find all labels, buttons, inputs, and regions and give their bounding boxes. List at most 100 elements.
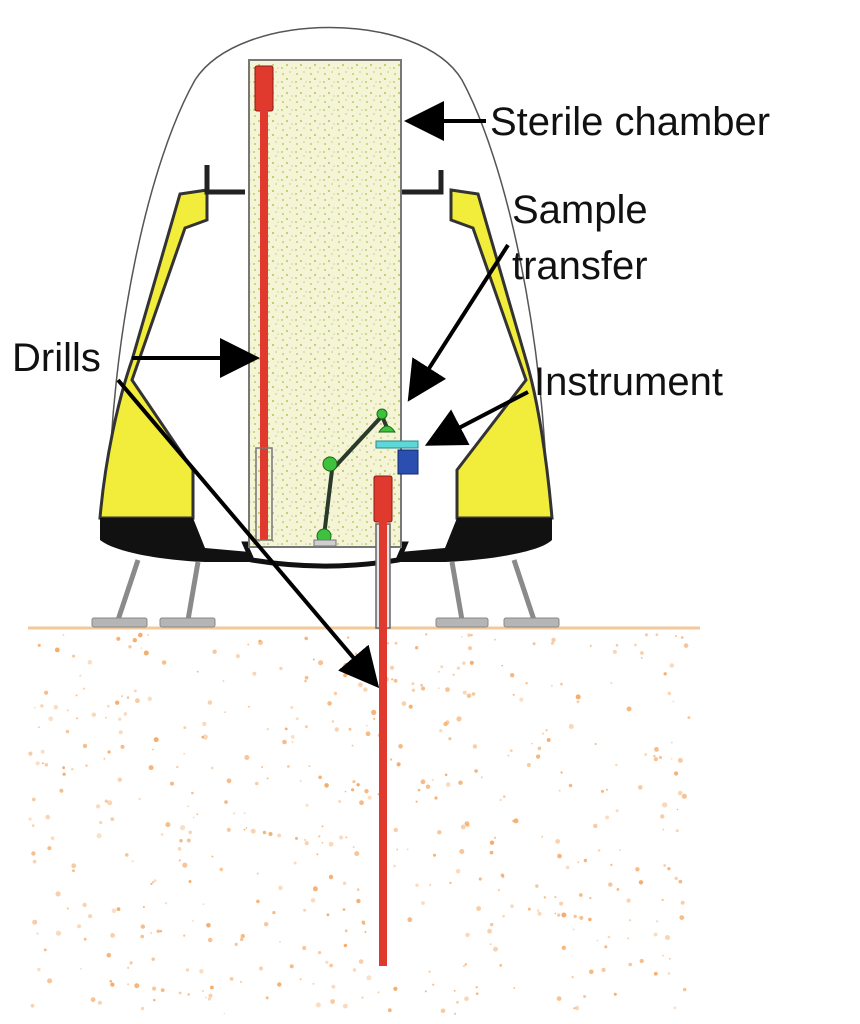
left-shell [98, 188, 209, 520]
soil-particle [626, 898, 631, 903]
soil-particle [558, 789, 561, 792]
soil-particle [371, 709, 377, 716]
soil-particle [555, 839, 561, 844]
soil-particle [475, 986, 478, 989]
arrow-instrument [424, 390, 529, 446]
soil-particle [601, 967, 606, 973]
soil-particle [543, 896, 546, 899]
soil-particle [152, 986, 157, 991]
soil-particle [674, 876, 678, 881]
soil-particle [334, 727, 339, 732]
soil-particle [79, 674, 82, 677]
soil-particle [561, 912, 567, 918]
soil-particle [321, 825, 324, 828]
soil-particle [444, 773, 448, 777]
soil-particle [118, 730, 123, 735]
soil-particle [205, 996, 207, 999]
soil-particle [464, 996, 469, 1002]
soil-particle [304, 675, 309, 680]
soil-particle [681, 793, 687, 799]
soil-particle [223, 1012, 226, 1015]
soil-particle [561, 945, 566, 950]
soil-particle [148, 765, 154, 771]
soil-particle [433, 853, 436, 857]
soil-particle [264, 922, 269, 927]
soil-particle [196, 670, 199, 673]
soil-particle [662, 802, 668, 808]
soil-particle [644, 753, 648, 756]
soil-particle [254, 781, 259, 786]
soil-particle [328, 874, 334, 880]
soil-particle [429, 883, 432, 886]
soil-particle [272, 911, 276, 915]
soil-particle [125, 853, 129, 857]
soil-particle [71, 863, 77, 869]
soil-particle [667, 867, 671, 871]
soil-particle [527, 907, 531, 911]
soil-particle [619, 849, 622, 851]
soil-particle [502, 914, 505, 918]
soil-particle [110, 982, 115, 987]
soil-particle [507, 754, 510, 757]
soil-particle [663, 672, 667, 676]
soil-particle [589, 969, 594, 975]
soil-particle [134, 983, 140, 989]
soil-particle [526, 763, 531, 767]
soil-particle [152, 881, 155, 884]
soil-particle [638, 785, 643, 790]
soil-particle [304, 636, 309, 641]
soil-particle [40, 749, 45, 754]
soil-particle [453, 989, 456, 992]
soil-particle [243, 812, 246, 815]
soil-particle [467, 633, 471, 637]
soil-particle [513, 987, 516, 989]
soil-particle [390, 758, 393, 761]
soil-particle [59, 788, 64, 793]
soil-particle [470, 633, 473, 637]
soil-particle [415, 646, 419, 650]
soil-particle [352, 846, 355, 849]
soil-particle [615, 809, 619, 813]
soil-particle [116, 907, 121, 911]
soil-particle [431, 779, 434, 781]
soil-particle [387, 642, 390, 645]
soil-particle [338, 800, 342, 803]
soil-particle [120, 744, 125, 749]
soil-particle [219, 867, 224, 872]
soil-particle [180, 825, 186, 831]
soil-particle [31, 824, 35, 827]
soil-particle [456, 716, 462, 722]
soil-particle [572, 928, 575, 931]
soil-particle [37, 967, 41, 972]
soil-particle [244, 755, 250, 760]
soil-particle [469, 660, 474, 665]
soil-particle [352, 968, 357, 972]
soil-particle [226, 778, 232, 784]
soil-particle [616, 888, 620, 891]
soil-particle [393, 986, 398, 991]
soil-particle [606, 788, 608, 791]
arrow-drills-deployed [116, 378, 380, 689]
soil-particle [152, 748, 154, 751]
leader-arrows [116, 101, 529, 689]
soil-particle [615, 644, 619, 647]
soil-particle [201, 735, 204, 739]
soil-particle [132, 638, 137, 643]
soil-particle [47, 978, 53, 984]
soil-particle [299, 779, 302, 783]
soil-particle [356, 783, 360, 787]
soil-particle [478, 877, 482, 881]
soil-particle [677, 757, 683, 763]
soil-particle [99, 821, 103, 825]
soil-particle [347, 636, 350, 639]
soil-particle [594, 743, 597, 745]
soil-particle [531, 742, 533, 745]
soil-particle [127, 983, 129, 986]
soil-particle [153, 737, 159, 743]
soil-particle [289, 964, 294, 969]
soil-particle [107, 750, 111, 754]
soil-particle [459, 849, 465, 854]
soil-particle [437, 830, 442, 835]
soil-particle [449, 881, 452, 885]
soil-particle [104, 716, 107, 719]
